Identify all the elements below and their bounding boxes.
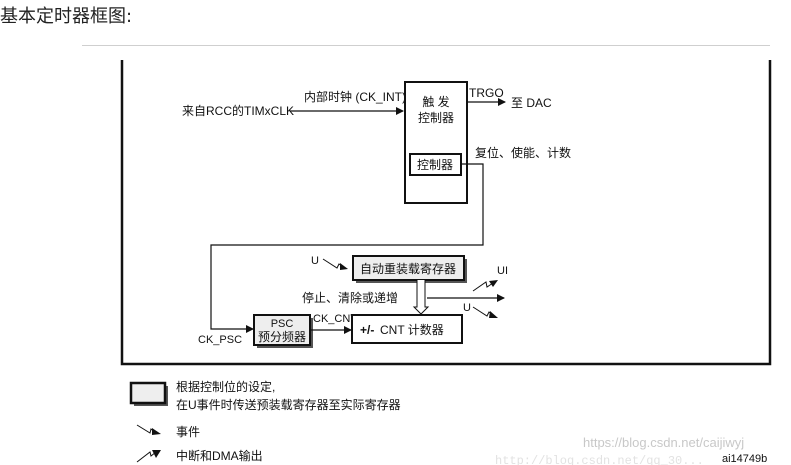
legend-preload-box — [129, 381, 167, 405]
legend-interrupt-label: 中断和DMA输出 — [176, 448, 263, 463]
trigger-controller-box — [404, 81, 468, 204]
trigger-controller-line1: 触 发 — [422, 94, 449, 109]
inner-controller-label: 控制器 — [417, 158, 453, 172]
psc-line1: PSC — [271, 318, 294, 330]
legend-preload-line1: 根据控制位的设定, — [176, 379, 275, 394]
ck-cnt-label: CK_CNT — [313, 313, 357, 325]
event-icon — [322, 258, 348, 270]
psc-line2: 预分频器 — [258, 330, 306, 344]
preload-transfer-arrow — [412, 280, 430, 315]
event-out-icon — [472, 306, 498, 318]
dac-label: 至 DAC — [511, 96, 552, 110]
figure-id: ai14749b — [722, 453, 767, 465]
control-line — [210, 163, 484, 333]
trigger-controller-line2: 控制器 — [418, 111, 454, 125]
legend-preload-line2: 在U事件时传送预装载寄存器至实际寄存器 — [176, 397, 401, 412]
interrupt-icon — [472, 280, 498, 292]
input-label: 来自RCC的TIMxCLK — [182, 103, 294, 118]
reset-enable-count-label: 复位、使能、计数 — [475, 145, 571, 160]
ck-psc-label: CK_PSC — [198, 334, 242, 346]
reload-register-box — [352, 255, 465, 281]
divider — [82, 45, 770, 46]
u-event-label: U — [311, 255, 319, 267]
watermark: https://blog.csdn.net/caijiwyj — [583, 435, 744, 450]
cnt-box — [351, 314, 463, 344]
stop-clear-increment-label: 停止、清除或递增 — [302, 290, 398, 305]
legend-interrupt-icon — [136, 450, 161, 463]
cnt-sign: +/- — [360, 323, 374, 337]
reload-register-label: 自动重装载寄存器 — [360, 261, 456, 276]
cnt-label: CNT 计数器 — [380, 322, 444, 337]
psc-box — [253, 314, 311, 346]
watermark-faint: http://blog.csdn.net/qq_30... — [495, 454, 704, 465]
diagram-frame — [120, 60, 772, 366]
ck-int-label: 内部时钟 (CK_INT) — [304, 89, 406, 104]
ui-label: UI — [497, 265, 508, 277]
u-out-label: U — [463, 302, 471, 314]
inner-controller-box — [409, 153, 462, 176]
trgo-label: TRGO — [469, 86, 504, 100]
legend-event-icon — [136, 424, 161, 435]
legend-event-label: 事件 — [176, 425, 200, 439]
page-heading: 基本定时器框图: — [0, 6, 133, 27]
